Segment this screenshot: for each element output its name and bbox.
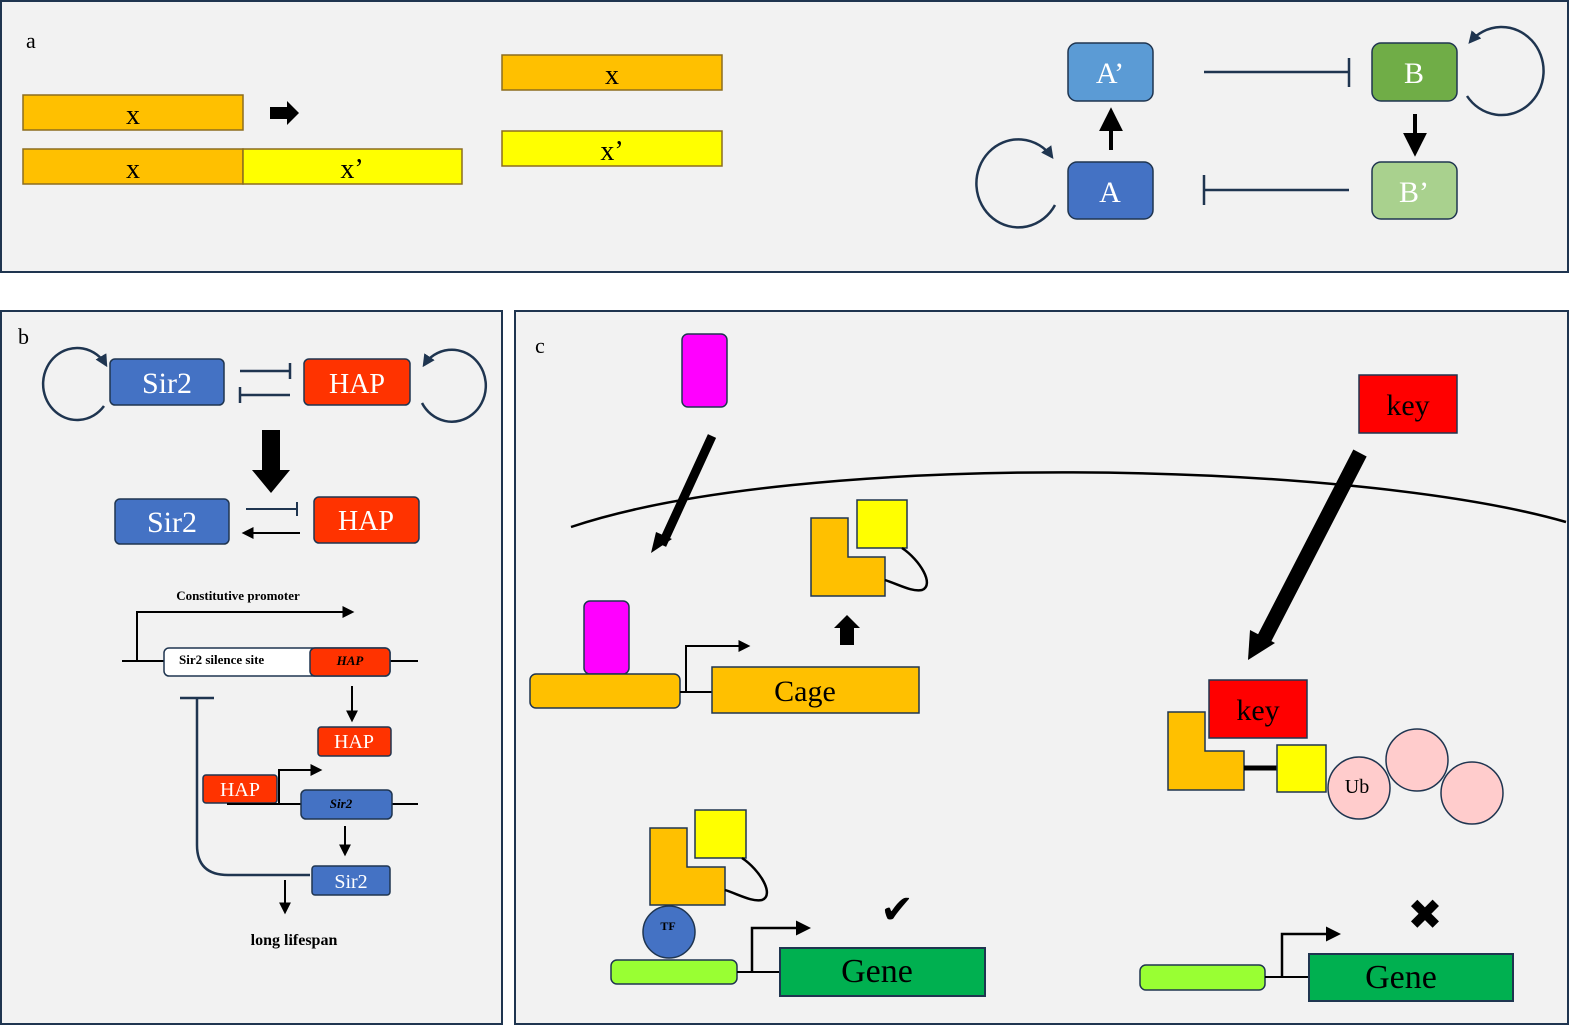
hap-protein-label-2: HAP [220, 779, 260, 801]
self-loop-sir2-icon [41, 346, 108, 422]
key-entry-arrow [1255, 449, 1367, 647]
hap-top-box [303, 358, 411, 406]
big-down-arrow-icon [252, 430, 290, 493]
key-bound [1208, 679, 1308, 739]
ub-label: Ub [1345, 776, 1369, 798]
yellow-lid-degraded [1276, 744, 1327, 793]
cage-gene-box [711, 666, 920, 714]
tether-top [884, 546, 929, 592]
sir2-gene-box [300, 789, 393, 820]
result-bar-xprime [501, 130, 723, 167]
panel-a-label: a [26, 28, 36, 53]
hap-top-label: HAP [329, 369, 385, 400]
ligand-entry-arrowhead [651, 532, 672, 553]
hap-gene-label: HAP [336, 653, 365, 668]
node-a-prime-label: A’ [1096, 57, 1124, 90]
cage-promoter-arrow-icon [685, 640, 751, 692]
silence-site-label: Sir2 silence site [179, 652, 264, 667]
gene-on-box [779, 947, 986, 997]
node-b-label: B [1404, 57, 1424, 90]
tf-circle [642, 905, 696, 959]
sir2-mid-label: Sir2 [147, 506, 197, 539]
panel-a-frame [0, 0, 1569, 273]
panel-c-label: c [535, 333, 545, 358]
key-outside [1358, 374, 1458, 434]
sir2-protein-box [311, 865, 391, 896]
ubiquitin-circle-1 [1327, 756, 1391, 820]
tether-active [724, 856, 769, 902]
cage-protein-top [810, 517, 886, 597]
gene-on-label: Gene [841, 953, 913, 990]
yellow-lid-top [856, 499, 908, 549]
promoter-arrow-icon [136, 606, 355, 661]
node-b-prime [1371, 161, 1458, 220]
result-bar-x [501, 54, 723, 91]
hap-gene-box [309, 647, 391, 677]
panel-c: c Cage key key Ub [514, 310, 1569, 1025]
node-a-prime [1067, 42, 1154, 102]
self-loop-hap-icon [420, 348, 488, 423]
gene-off-label: Gene [1365, 959, 1437, 996]
gene-off-box [1308, 953, 1514, 1002]
hap-mid-box [313, 496, 420, 544]
bar-x-bottom [22, 148, 244, 185]
yellow-lid-active [694, 809, 747, 859]
sir2-promoter-arrow-icon [278, 764, 323, 804]
cage-protein-degraded [1167, 711, 1245, 791]
sir2-gene-label: Sir2 [330, 796, 353, 811]
sir2-mid-box [114, 498, 230, 545]
gene-on-promoter-arrow-icon [750, 920, 811, 972]
cage-gene-label: Cage [774, 675, 836, 708]
node-a [1067, 161, 1154, 220]
self-loop-b-icon [1465, 25, 1545, 117]
ligand-outside [681, 333, 728, 408]
lifespan-label: long lifespan [251, 932, 338, 949]
sir2-protein-label: Sir2 [334, 871, 367, 893]
sir2-top-label: Sir2 [142, 367, 192, 400]
check-mark-icon: ✔ [880, 887, 914, 932]
panel-b-label: b [18, 324, 29, 349]
bar-x-bottom-label: x [126, 154, 140, 185]
cross-mark-icon: ✖ [1407, 893, 1442, 939]
ubiquitin-circle-3 [1440, 761, 1504, 825]
hap-protein-box-1 [317, 726, 392, 757]
key-bound-label: key [1236, 694, 1279, 727]
hap-protein-label-1: HAP [334, 731, 374, 753]
promoter-box [529, 673, 681, 709]
gene-off-promoter-arrow-icon [1280, 926, 1341, 977]
bar-x-top-label: x [126, 100, 140, 131]
node-a-label: A [1099, 176, 1121, 209]
bar-xprime [242, 148, 463, 185]
result-bar-xprime-label: x’ [600, 136, 623, 167]
node-b [1371, 42, 1458, 102]
hap-mid-label: HAP [338, 506, 394, 537]
sir2-top-box [109, 358, 225, 406]
key-entry-arrowhead [1248, 630, 1275, 660]
tf-label: TF [660, 919, 675, 933]
ubiquitin-circle-2 [1385, 728, 1449, 792]
bar-xprime-label: x’ [340, 154, 363, 185]
right-arrow-icon [270, 101, 299, 125]
node-b-prime-label: B’ [1399, 176, 1429, 209]
ligand-bound [583, 600, 630, 675]
promoter-label: Constitutive promoter [176, 588, 300, 603]
ligand-entry-arrow [657, 434, 717, 547]
cell-membrane [570, 471, 1567, 529]
sir2-repression-path [195, 698, 310, 877]
result-bar-x-label: x [605, 60, 619, 91]
promoter-off [1139, 964, 1266, 991]
promoter-on [610, 959, 738, 985]
cage-protein-active [649, 827, 726, 906]
bar-x-top [22, 94, 244, 131]
key-outside-label: key [1386, 389, 1429, 422]
panel-b: b Sir2 HAP Sir2 HAP Constitutive promote… [0, 310, 503, 1025]
up-arrow-icon [834, 615, 860, 645]
panel-a: a x x x’ x x’ A’ A B B’ [0, 0, 1569, 273]
self-loop-a-icon [975, 138, 1057, 229]
